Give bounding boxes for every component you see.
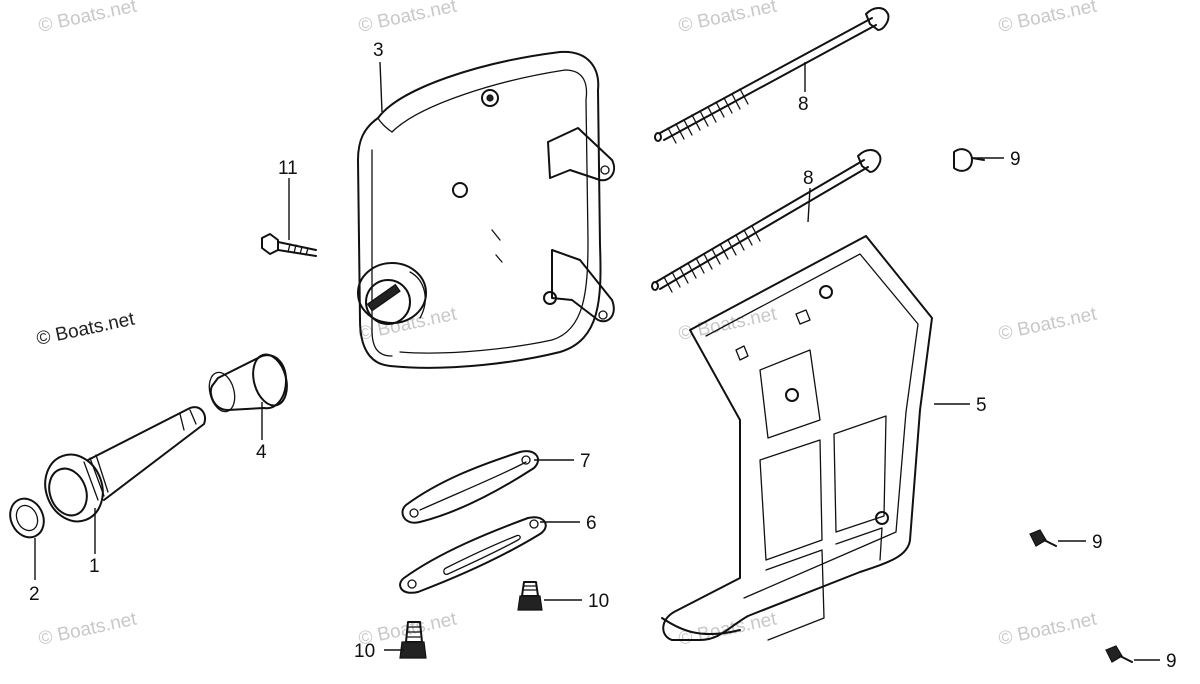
watermark-text: © Boats.net xyxy=(37,0,139,37)
part-10-bolt-lower[interactable] xyxy=(399,621,427,659)
part-9-screw-bottom[interactable] xyxy=(1105,645,1133,663)
watermark-primary: © Boats.net xyxy=(35,309,137,350)
watermark-text: © Boats.net xyxy=(997,304,1099,345)
part-5-bracket[interactable] xyxy=(661,235,933,641)
watermark-text: © Boats.net xyxy=(677,0,779,37)
part-9-screw-top[interactable] xyxy=(953,148,985,172)
callout-10-lower: 10 xyxy=(354,641,375,662)
part-11-bolt[interactable] xyxy=(261,233,317,257)
part-2-gasket[interactable] xyxy=(4,493,50,543)
watermark-text: © Boats.net xyxy=(997,609,1099,650)
watermark-text: © Boats.net xyxy=(37,609,139,650)
callout-4: 4 xyxy=(256,442,267,463)
watermark-text: © Boats.net xyxy=(357,0,459,37)
callout-5: 5 xyxy=(976,395,987,416)
callout-11: 11 xyxy=(278,158,298,179)
part-8-long-bolt-upper[interactable] xyxy=(654,7,890,144)
callout-8-lower: 8 xyxy=(803,168,814,189)
part-8-long-bolt-lower[interactable] xyxy=(651,149,882,293)
leader-lines xyxy=(34,61,1160,661)
part-10-bolt-upper[interactable] xyxy=(517,581,543,611)
callout-10-upper: 10 xyxy=(588,591,609,612)
watermark-text: © Boats.net xyxy=(997,0,1099,37)
part-3-muffler-body[interactable] xyxy=(357,50,616,369)
part-7-strap[interactable] xyxy=(401,450,539,524)
callout-8-upper: 8 xyxy=(798,94,809,115)
callout-numbers: 3 8 8 11 4 1 2 9 5 7 6 10 10 9 9 xyxy=(29,40,1177,672)
callout-9-bottom: 9 xyxy=(1166,651,1177,672)
watermarks: © Boats.net © Boats.net © Boats.net © Bo… xyxy=(35,0,1099,650)
callout-2: 2 xyxy=(29,584,40,605)
part-9-screw-middle[interactable] xyxy=(1029,529,1057,547)
part-6-slotted-strap[interactable] xyxy=(399,516,547,594)
callout-1: 1 xyxy=(89,556,100,577)
callout-7: 7 xyxy=(580,451,591,472)
part-4-sleeve[interactable] xyxy=(205,351,292,415)
callout-9-middle: 9 xyxy=(1092,532,1103,553)
callout-6: 6 xyxy=(586,513,597,534)
callout-3: 3 xyxy=(373,40,384,61)
callout-9-top: 9 xyxy=(1010,149,1021,170)
part-1-tail-pipe[interactable] xyxy=(36,406,206,529)
